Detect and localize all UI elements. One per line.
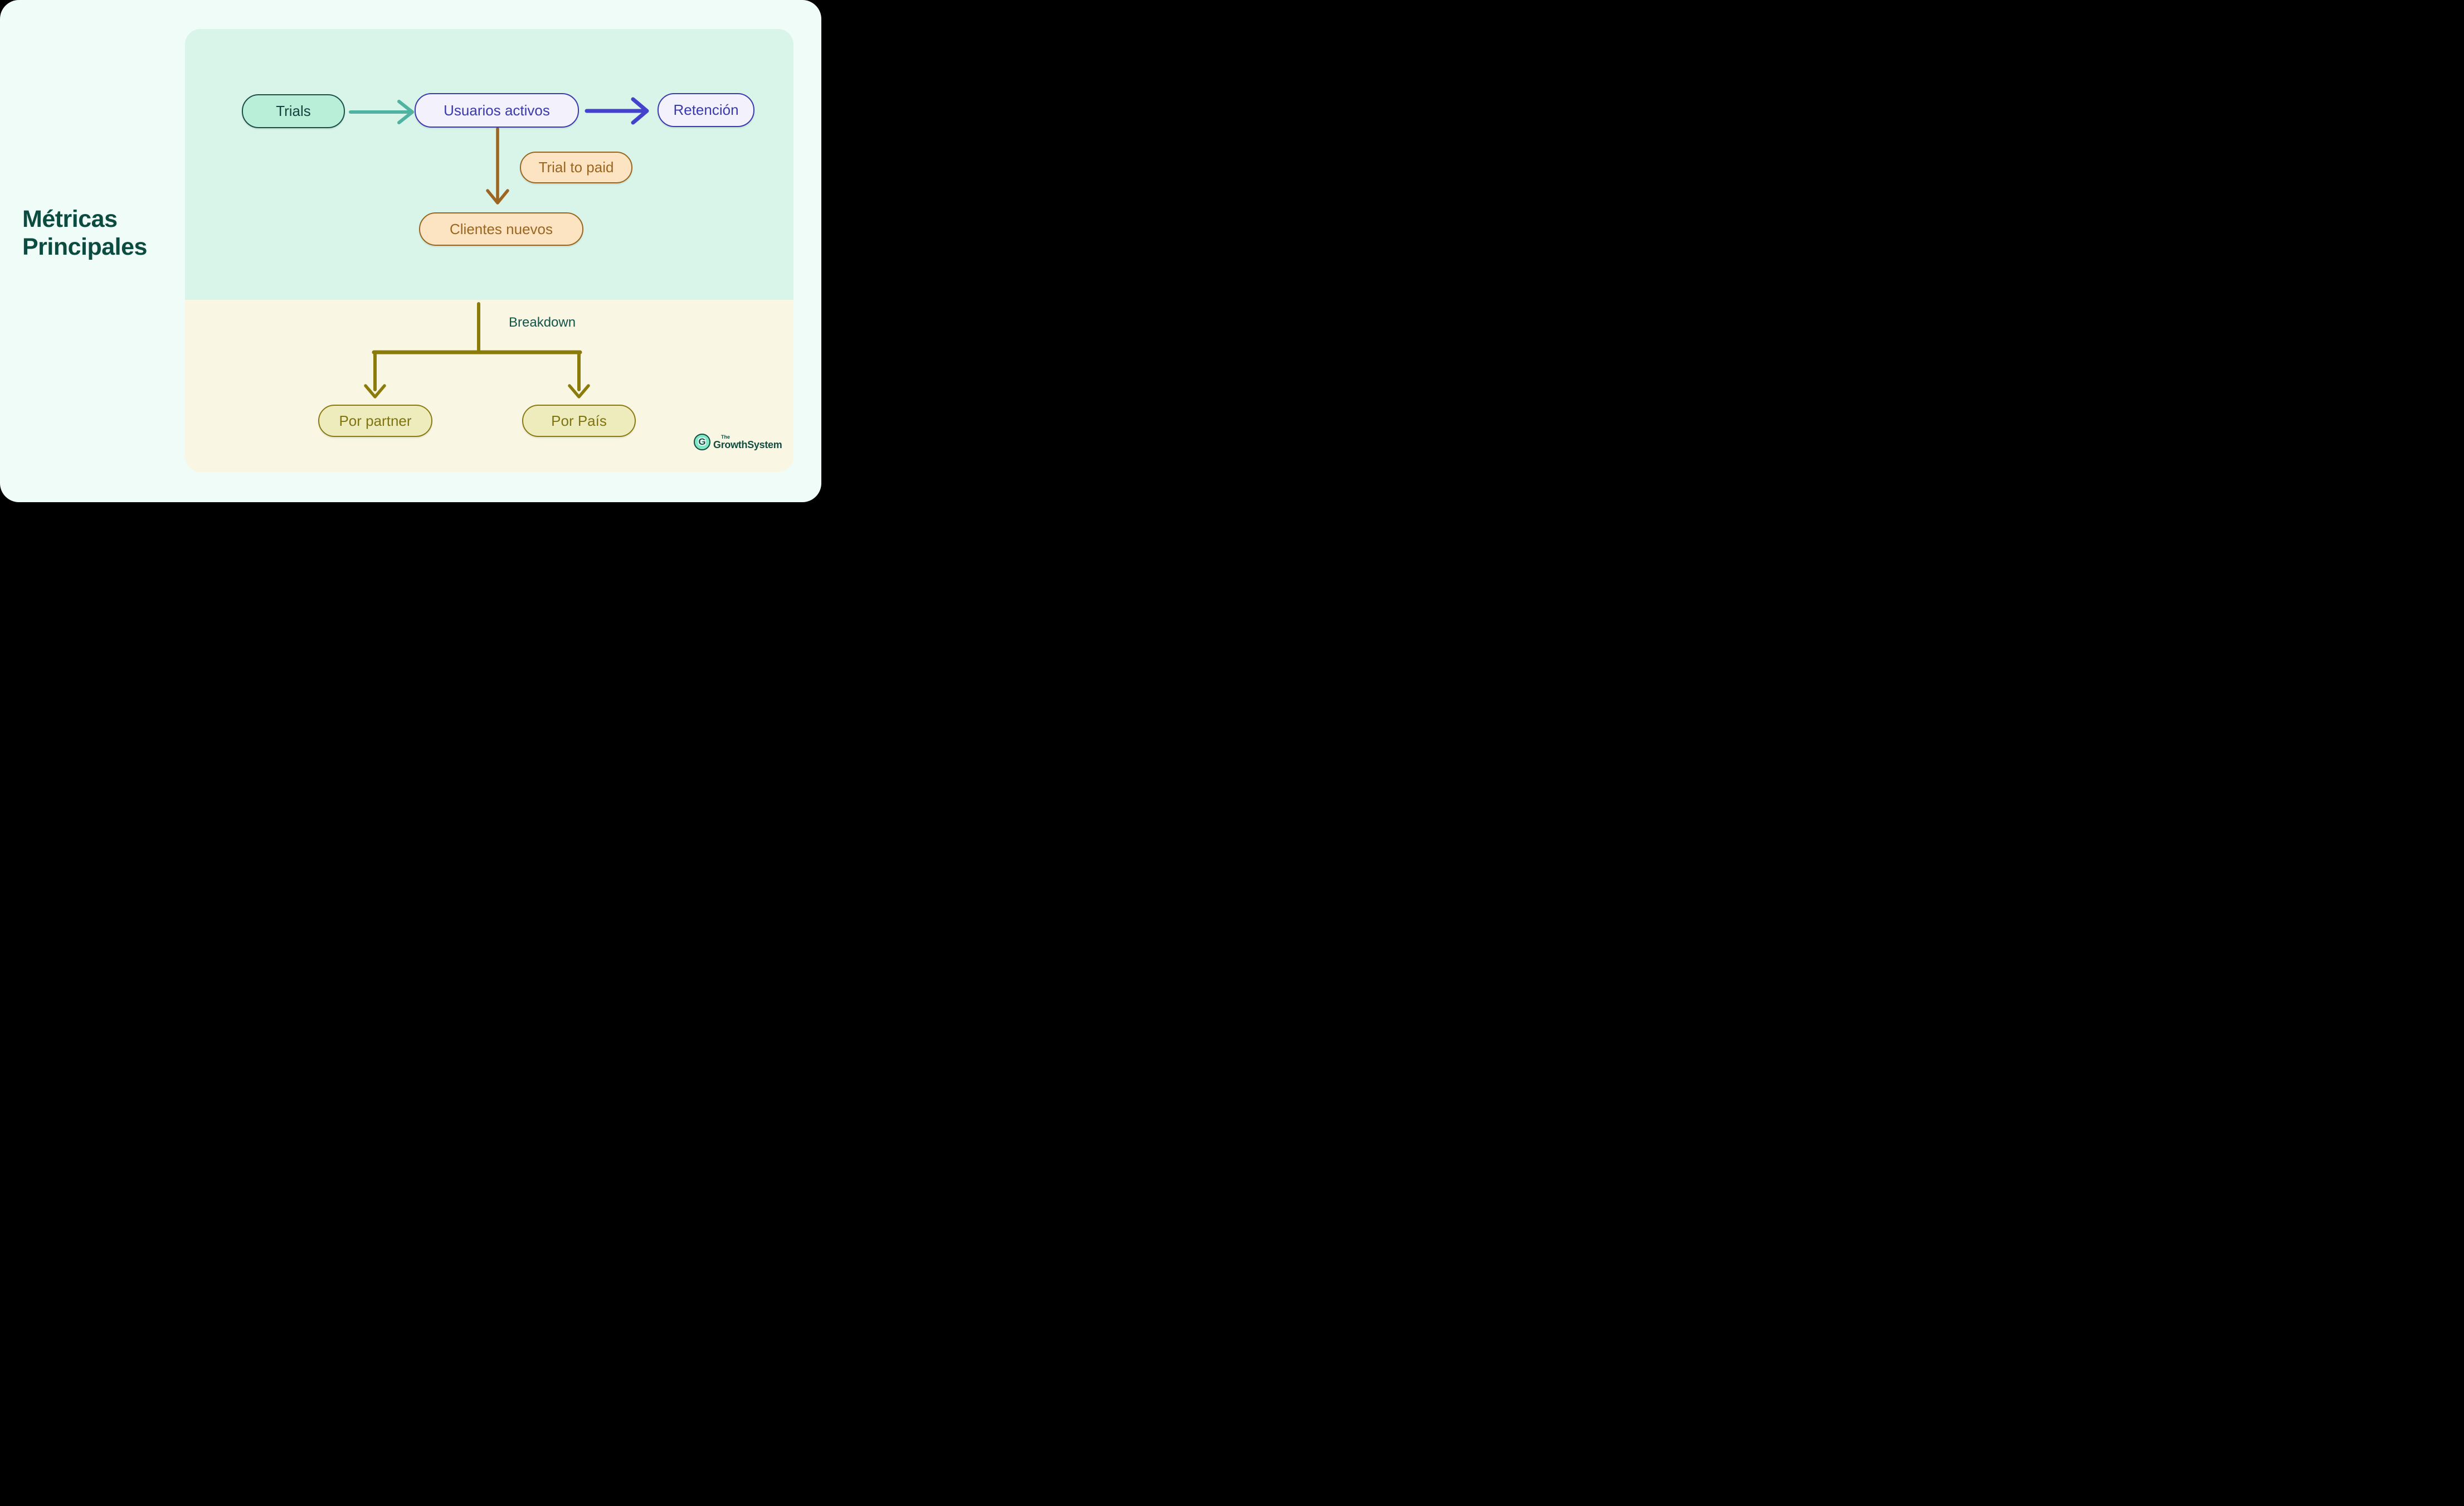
node-por-pais: Por País xyxy=(522,405,636,437)
node-usuarios-activos: Usuarios activos xyxy=(415,93,579,128)
node-retencion-label: Retención xyxy=(673,101,739,118)
node-por-partner: Por partner xyxy=(318,405,432,437)
node-por-pais-label: Por País xyxy=(551,412,607,429)
growthsystem-logo: G The GrowthSystem xyxy=(694,434,782,450)
node-clientes-nuevos: Clientes nuevos xyxy=(419,212,583,246)
infographic-canvas: Métricas Principales xyxy=(0,0,821,502)
breakdown-annotation: Breakdown xyxy=(509,315,576,330)
diagram-card xyxy=(185,29,793,472)
logo-monogram: G xyxy=(698,436,706,447)
node-clientes-nuevos-label: Clientes nuevos xyxy=(450,220,553,237)
node-trials: Trials xyxy=(242,94,345,128)
logo-wordmark: The GrowthSystem xyxy=(713,434,782,450)
page-title: Métricas Principales xyxy=(22,205,147,261)
node-trial-to-paid-label: Trial to paid xyxy=(538,159,614,176)
page-title-line2: Principales xyxy=(22,234,147,260)
node-por-partner-label: Por partner xyxy=(339,412,412,429)
node-trial-to-paid: Trial to paid xyxy=(520,152,632,183)
node-retencion: Retención xyxy=(658,93,754,127)
metrics-section-background xyxy=(185,29,793,300)
logo-name: GrowthSystem xyxy=(713,439,782,450)
node-usuarios-activos-label: Usuarios activos xyxy=(444,101,550,119)
node-trials-label: Trials xyxy=(276,103,311,119)
breakdown-section-background xyxy=(185,300,793,472)
page-title-line1: Métricas xyxy=(22,206,118,232)
growthsystem-logo-icon: G xyxy=(694,434,710,450)
logo-prefix: The xyxy=(721,434,731,440)
